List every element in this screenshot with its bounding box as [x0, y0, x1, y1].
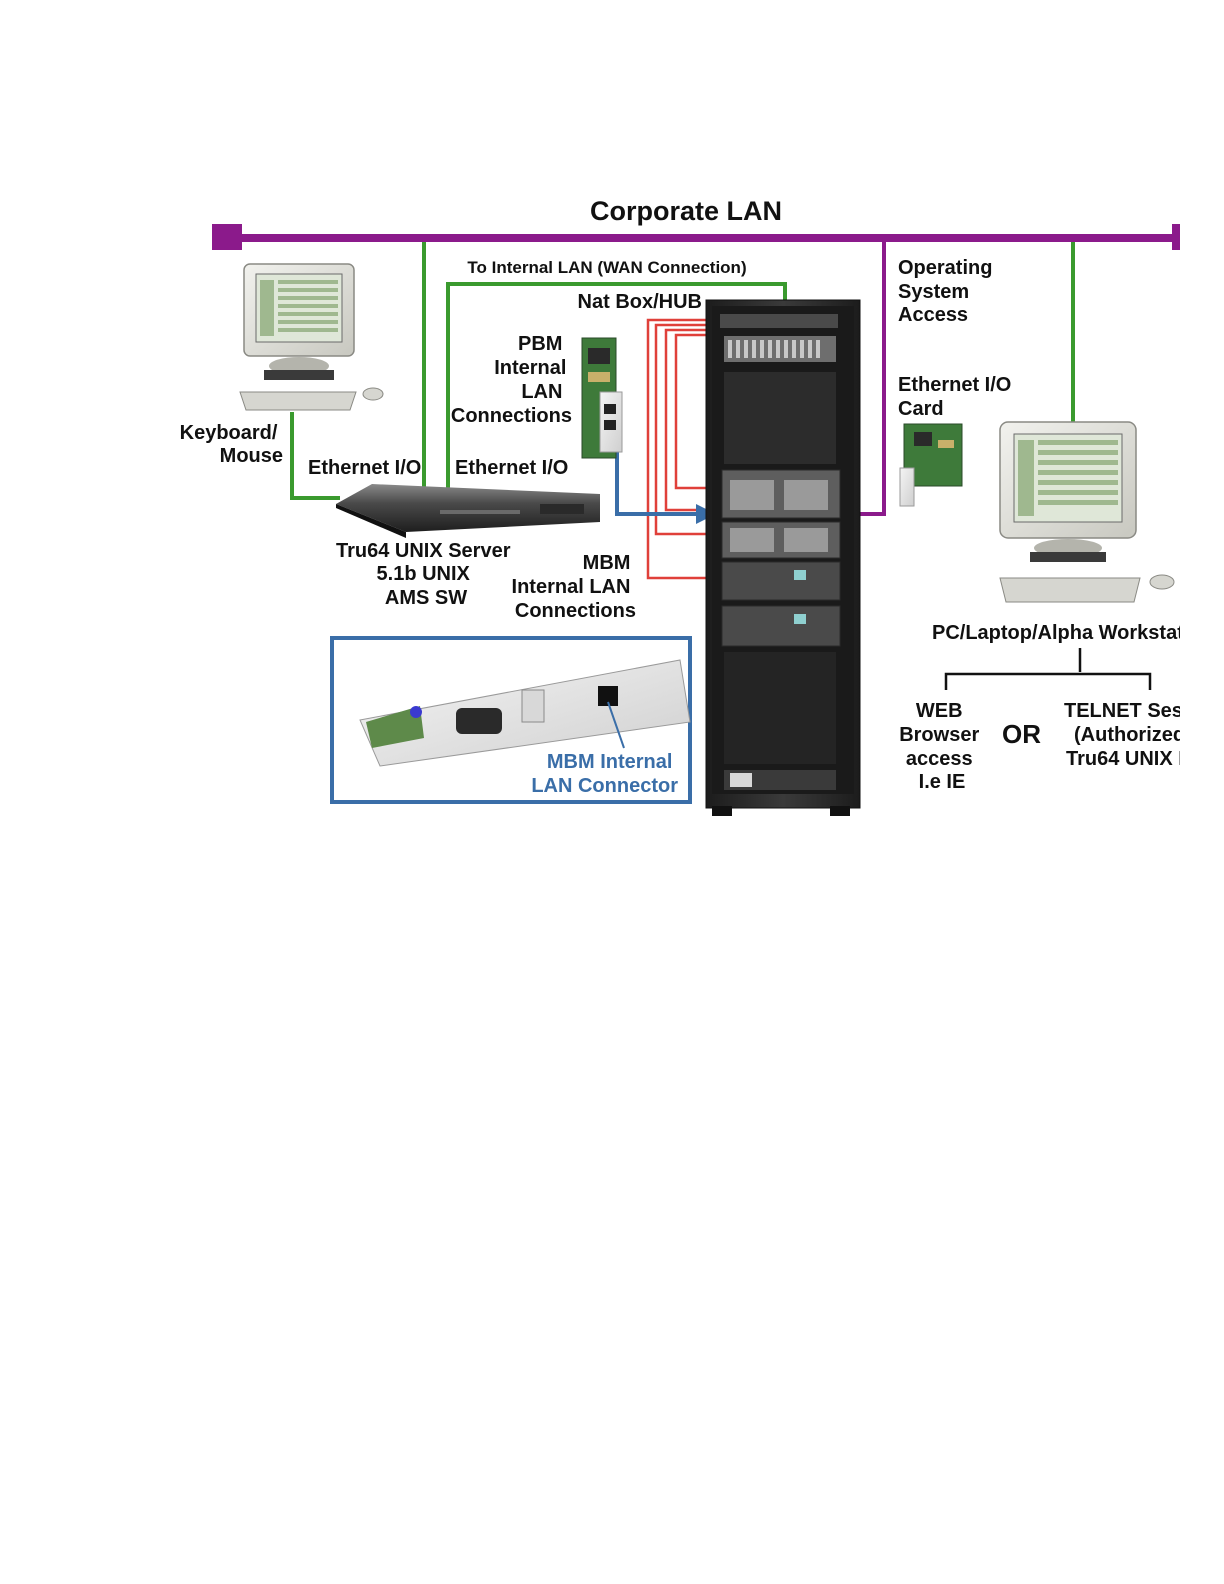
mbm-connector-board-icon — [359, 659, 691, 767]
equipment-rack-icon — [705, 299, 861, 816]
pbm-line-4: Connections — [451, 405, 572, 427]
lan-bus-terminator-left — [212, 224, 242, 250]
pbm-line-3: LAN — [521, 381, 562, 403]
os-access-line-2: System — [898, 281, 969, 303]
telnet-label: TELNET Ses (Authorized Tru64 UNIX I — [1064, 700, 1191, 770]
pbm-connection-line-2 — [664, 328, 720, 512]
ethernet-io-card-line-1: Ethernet I/O — [898, 374, 1011, 396]
os-access-label: Operating System Access — [898, 257, 998, 326]
pbm-line-1: PBM — [518, 333, 562, 355]
keyboard-mouse-label: Keyboard/ Mouse — [180, 422, 283, 467]
keyboard-mouse-line-2: Mouse — [220, 445, 283, 467]
internal-lan-connections — [646, 318, 720, 580]
ethernet-io-left-label: Ethernet I/O — [308, 457, 421, 479]
server-line-3: AMS SW — [385, 587, 467, 609]
mbm-line-3: Connections — [515, 600, 636, 622]
lan-bus-terminator-right — [1172, 224, 1180, 250]
ethernet-io-right-label: Ethernet I/O — [455, 457, 568, 479]
keyboard-mouse-link — [290, 412, 340, 500]
network-card-icon — [581, 337, 623, 459]
wan-connection-link — [446, 282, 787, 488]
desktop-computer-icon — [239, 263, 384, 411]
mbm-line-2: Internal LAN — [512, 576, 631, 598]
pbm-connection-line-3 — [674, 333, 720, 490]
crop-mask — [1180, 180, 1224, 820]
wan-connection-label: To Internal LAN (WAN Connection) — [467, 258, 746, 277]
mbm-connector-inset — [330, 636, 692, 804]
telnet-line-2: (Authorized — [1074, 724, 1185, 746]
telnet-line-3: Tru64 UNIX I — [1066, 748, 1184, 770]
desktop-computer-icon — [999, 421, 1175, 603]
server-label: Tru64 UNIX Server 5.1b UNIX AMS SW — [336, 540, 516, 609]
web-browser-line-4: I.e IE — [919, 771, 966, 793]
mbm-connector-label: MBM Internal LAN Connector — [531, 751, 678, 797]
pbm-connections-label: PBM Internal LAN Connections — [451, 333, 572, 427]
or-label: OR — [1002, 719, 1041, 749]
mbm-connection-line-1 — [646, 318, 720, 580]
web-browser-line-1: WEB — [916, 700, 963, 722]
mbm-connections-label: MBM Internal LAN Connections — [512, 552, 636, 622]
mbm-line-1: MBM — [583, 552, 631, 574]
mbm-link-arrow — [615, 448, 716, 524]
keyboard-mouse-line-1: Keyboard/ — [180, 422, 278, 444]
mbm-connector-line-2: LAN Connector — [531, 775, 678, 797]
server-line-2: 5.1b UNIX — [377, 563, 471, 585]
network-card-icon — [899, 423, 963, 507]
server-line-1: Tru64 UNIX Server — [336, 540, 511, 562]
connector-pointer-line — [607, 701, 625, 749]
telnet-line-1: TELNET Ses — [1064, 700, 1183, 722]
web-browser-line-2: Browser — [899, 724, 979, 746]
ethernet-io-card-label: Ethernet I/O Card — [898, 374, 1017, 420]
pbm-connection-line-1 — [654, 323, 720, 536]
access-options-bracket — [944, 648, 1152, 690]
mbm-connector-line-1: MBM Internal — [547, 751, 673, 773]
web-browser-label: WEB Browser access I.e IE — [899, 700, 985, 793]
corporate-lan-bus — [212, 224, 1180, 250]
workstation-label: PC/Laptop/Alpha Workstati — [932, 622, 1189, 644]
ethernet-connections — [290, 242, 1075, 500]
diagram-title: Corporate LAN — [590, 196, 782, 226]
os-access-line-3: Access — [898, 304, 968, 326]
lan-bus-line — [240, 234, 1176, 242]
nat-box-label: Nat Box/HUB — [578, 291, 702, 313]
rack-server-icon — [336, 484, 600, 538]
web-browser-line-3: access — [906, 748, 973, 770]
os-access-line-1: Operating — [898, 257, 992, 279]
ethernet-io-card-line-2: Card — [898, 398, 944, 420]
pbm-line-2: Internal — [494, 357, 566, 379]
